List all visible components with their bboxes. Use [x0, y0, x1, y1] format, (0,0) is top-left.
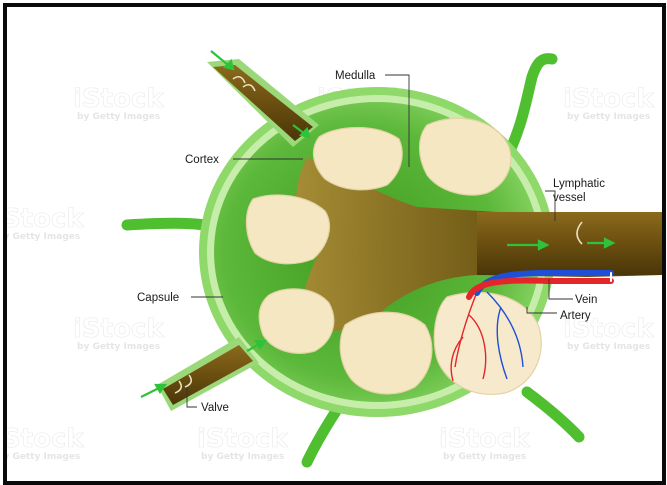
label-lymphatic-vessel-line2: vessel — [553, 192, 586, 204]
follicle-1 — [313, 128, 402, 190]
watermark-byline: by Getty Images — [567, 342, 650, 352]
label-valve: Valve — [201, 402, 229, 414]
watermark-byline: by Getty Images — [567, 112, 650, 122]
label-lymphatic-vessel-line1: Lymphatic — [553, 178, 605, 190]
label-artery: Artery — [560, 310, 591, 322]
watermark-brand: iStock — [73, 84, 164, 114]
watermark-brand: iStock — [7, 424, 84, 454]
label-medulla: Medulla — [335, 70, 376, 82]
watermark-byline: by Getty Images — [77, 342, 160, 352]
label-cortex: Cortex — [185, 154, 219, 166]
vessel-top-right — [507, 59, 552, 157]
watermark-brand: iStock — [7, 204, 84, 234]
watermark-byline: by Getty Images — [201, 452, 284, 462]
hilum-lobe — [434, 292, 541, 394]
watermark-brand: iStock — [73, 314, 164, 344]
label-vein: Vein — [575, 294, 597, 306]
label-capsule: Capsule — [137, 292, 179, 304]
watermark-brand: iStock — [197, 424, 288, 454]
watermark-brand: iStock — [563, 84, 654, 114]
lymph-node-diagram: iStock by Getty Images iStock by Getty I… — [7, 7, 662, 481]
diagram-frame: iStock by Getty Images iStock by Getty I… — [3, 3, 666, 485]
follicle-4 — [259, 289, 334, 353]
watermark-byline: by Getty Images — [77, 112, 160, 122]
follicle-5 — [340, 312, 432, 394]
watermark-brand: iStock — [439, 424, 530, 454]
afferent-vessel-lower — [157, 337, 259, 411]
watermark-byline: by Getty Images — [7, 232, 80, 242]
vessel-bottom-right — [527, 392, 579, 437]
watermark-byline: by Getty Images — [443, 452, 526, 462]
follicle-3 — [246, 195, 329, 264]
watermark-byline: by Getty Images — [7, 452, 80, 462]
